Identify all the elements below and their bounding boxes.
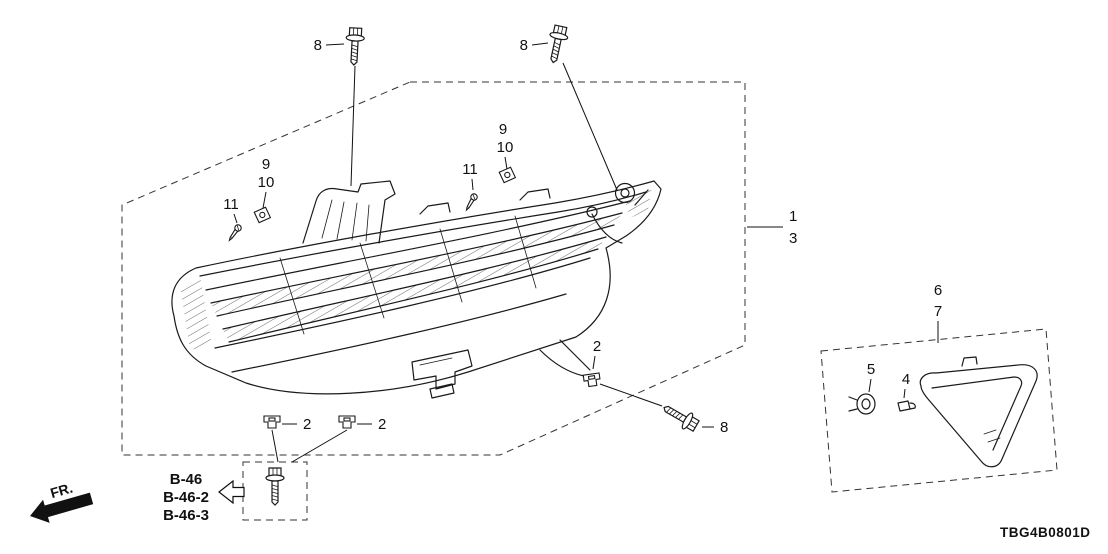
clip-bottom-right-icon (338, 415, 356, 429)
grommet-mid-icon (498, 166, 517, 184)
callout-headlight-assy-lower: 3 (789, 230, 797, 247)
reference-item-3: B-46-3 (163, 507, 209, 524)
reference-block: B-46 B-46-2 B-46-3 (163, 471, 245, 524)
diagram-code: TBG4B0801D (1000, 525, 1091, 540)
socket-art (848, 393, 876, 415)
reference-item-2: B-46-2 (163, 489, 209, 506)
callout-bolt-side: 8 (720, 419, 728, 436)
callout-clip-bottom-left: 2 (303, 416, 311, 433)
sidemarker-boundary (820, 328, 1058, 493)
callout-grommet-mid-lower: 10 (497, 139, 514, 156)
callout-screw-left: 11 (223, 196, 239, 213)
callout-socket: 5 (867, 361, 875, 378)
front-direction-arrow-icon (30, 492, 94, 523)
grommet-left-icon (253, 206, 272, 224)
main-assembly-boundary (121, 81, 746, 456)
callout-bulb: 4 (902, 371, 910, 388)
callout-headlight-assy-upper: 1 (789, 208, 797, 225)
callout-sidemarker-upper: 6 (934, 282, 942, 299)
callout-sidemarker-lower: 7 (934, 303, 942, 320)
screw-left-icon (226, 222, 244, 243)
reference-arrow-icon (218, 479, 245, 505)
front-direction-label: FR. (48, 480, 74, 502)
callout-bolt-top-left: 8 (314, 37, 322, 54)
front-direction-indicator: FR. (30, 480, 94, 523)
callout-grommet-mid-upper: 9 (499, 121, 507, 138)
callout-clip-side: 2 (593, 338, 601, 355)
clip-bottom-left-icon (263, 415, 281, 429)
callout-clip-bottom-right: 2 (378, 416, 386, 433)
reference-item-1: B-46 (170, 471, 203, 488)
callout-grommet-left-upper: 9 (262, 156, 270, 173)
bolt-side-icon (658, 399, 702, 435)
leader-lines (233, 42, 939, 463)
bolt-reference-icon (265, 467, 285, 506)
bolt-top-right-icon (543, 23, 571, 65)
sidemarker-assembly-art (919, 356, 1038, 468)
bolt-top-left-icon (344, 26, 366, 67)
screw-mid-icon (463, 192, 479, 213)
callout-screw-mid: 11 (462, 161, 478, 178)
clip-side-icon (582, 372, 602, 388)
callout-grommet-left-lower: 10 (258, 174, 275, 191)
bulb-art (897, 400, 916, 412)
callout-bolt-top-right: 8 (520, 37, 528, 54)
headlight-assembly-art (171, 180, 662, 399)
